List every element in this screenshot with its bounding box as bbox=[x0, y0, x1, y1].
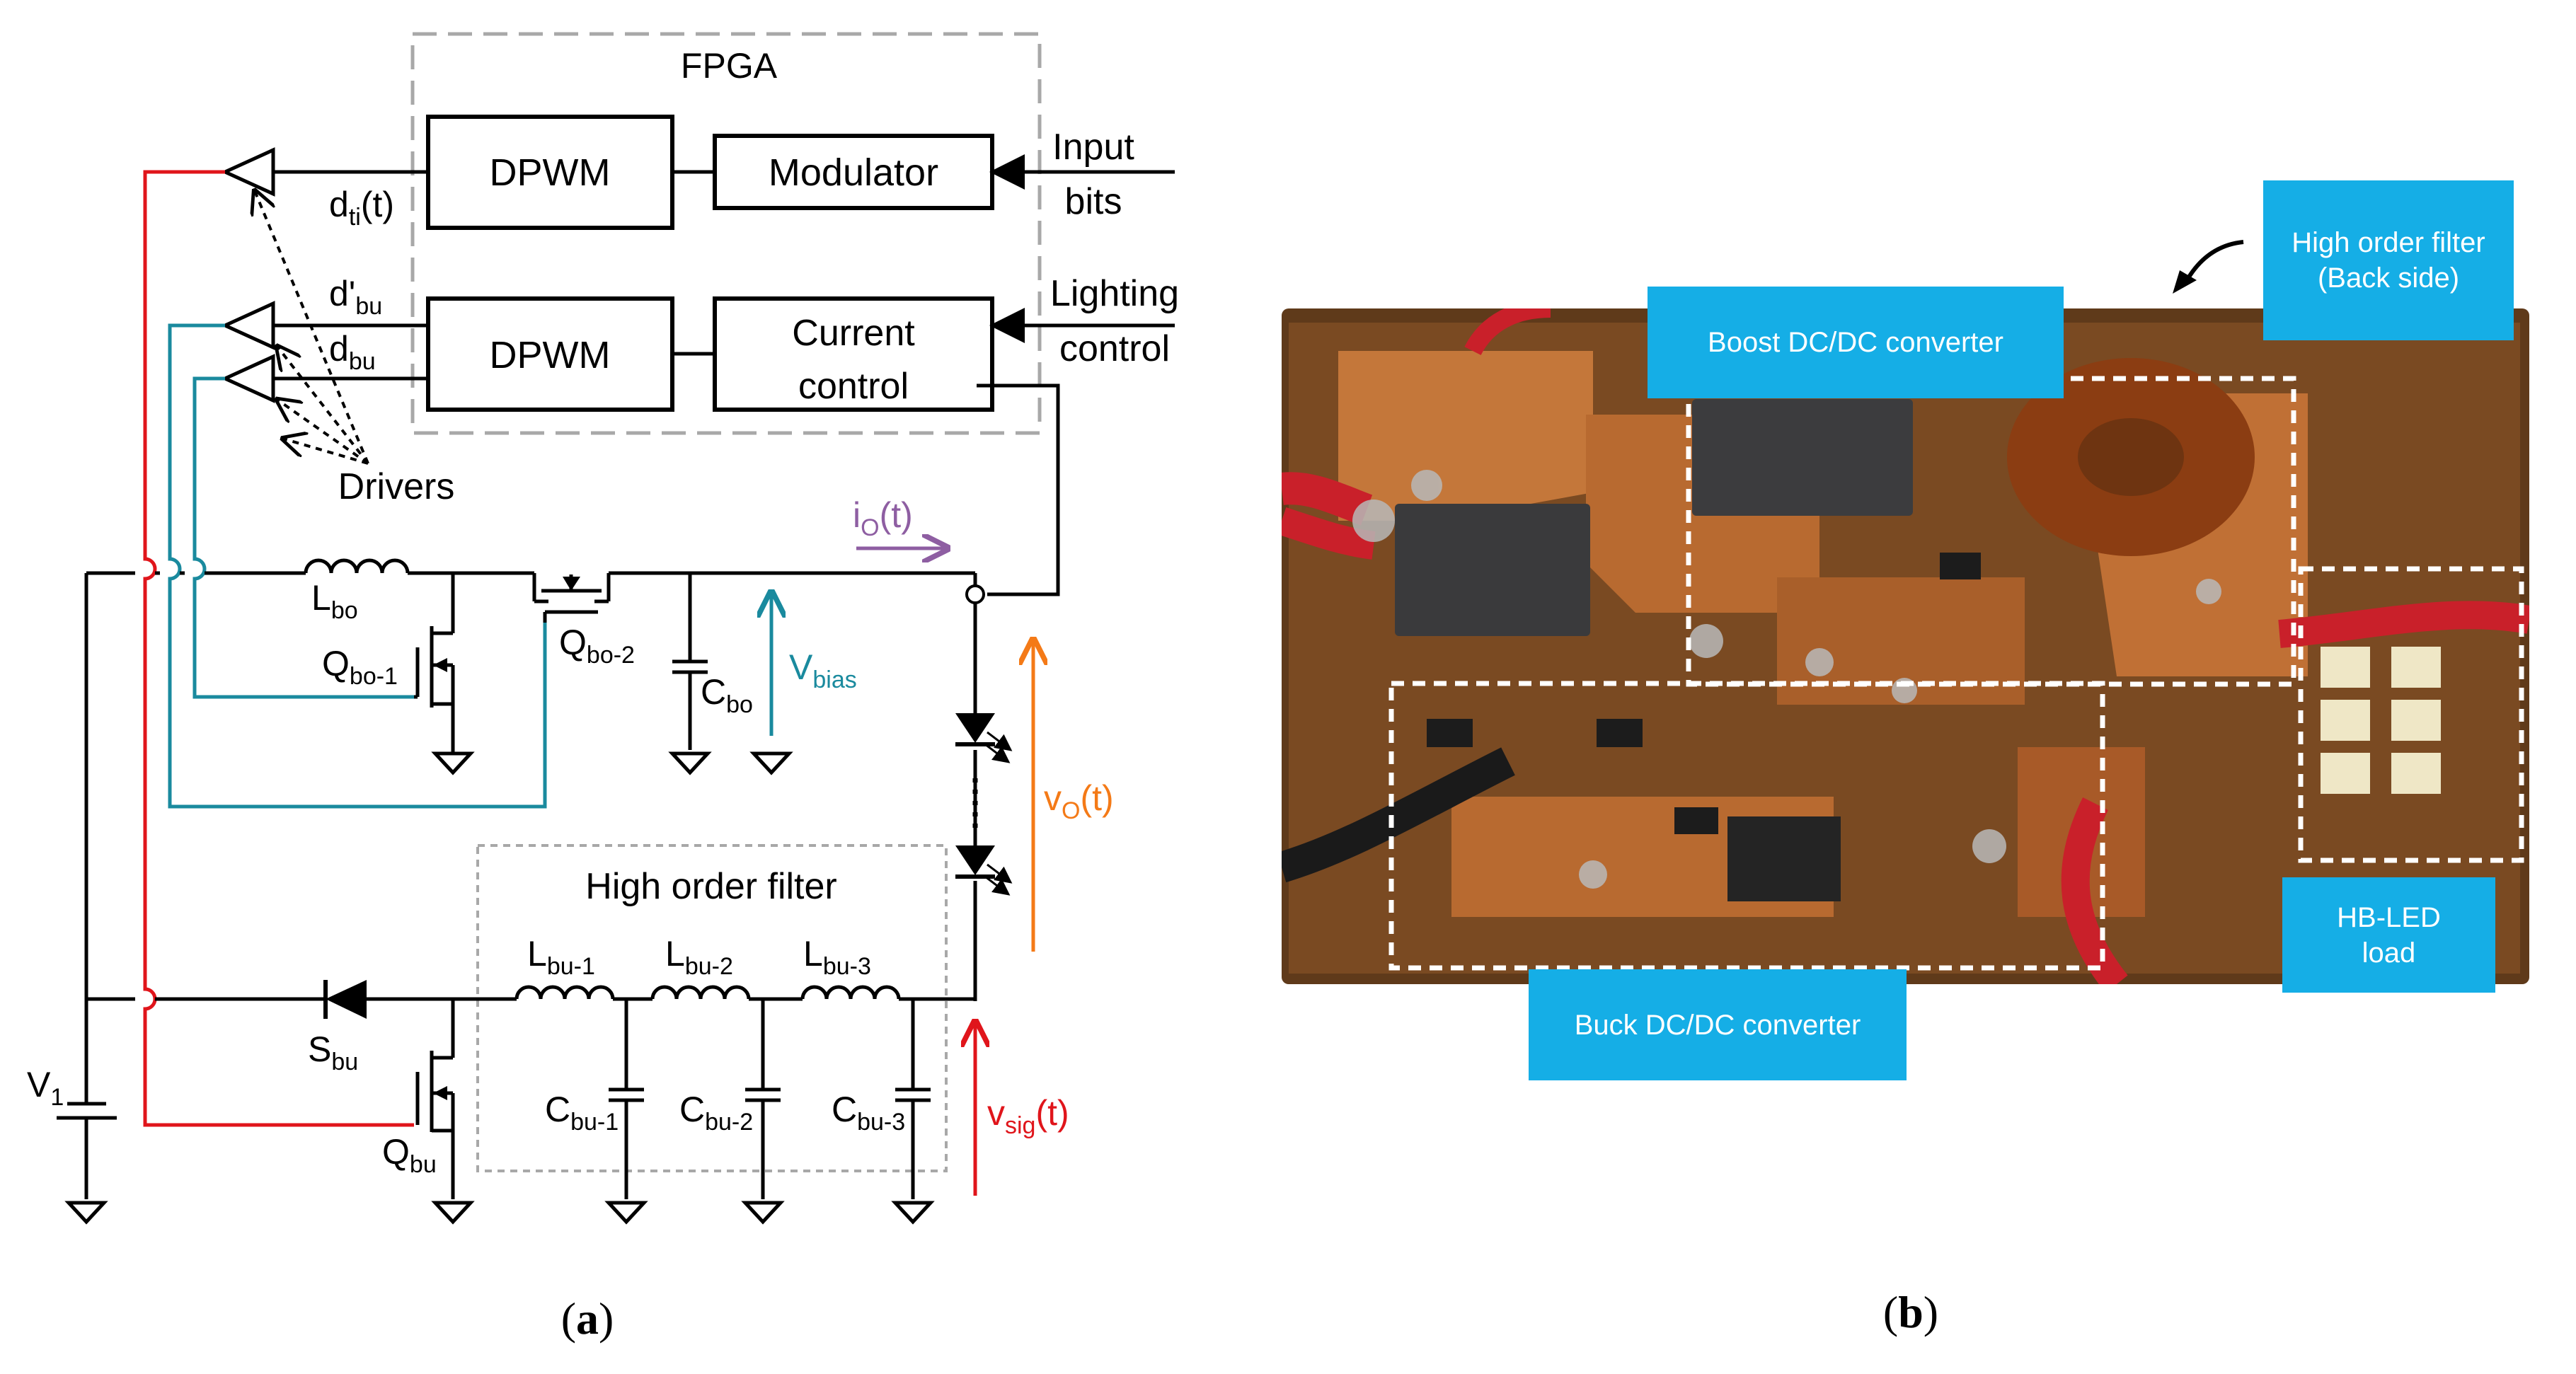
pcb-photo-drawing bbox=[1282, 308, 2529, 984]
inductor-lbu1 bbox=[514, 985, 615, 1000]
current-sense-node bbox=[965, 584, 985, 604]
ground-vbias bbox=[749, 751, 793, 775]
label-lbu2: Lbu-2 bbox=[665, 934, 733, 980]
diode-sbu bbox=[326, 980, 367, 1019]
current-control-label-1: Current bbox=[792, 313, 915, 354]
teal-gate-wire-inner bbox=[192, 376, 414, 699]
drivers-pointers bbox=[255, 191, 369, 465]
input-label-2: bits bbox=[1065, 181, 1122, 222]
label-cbu3: Cbu-3 bbox=[832, 1090, 905, 1136]
label-vo: vO(t) bbox=[1044, 778, 1114, 824]
label-lbu3: Lbu-3 bbox=[803, 934, 871, 980]
driver-ti-triangle bbox=[220, 147, 275, 197]
current-control-label-2: control bbox=[798, 366, 909, 407]
panel-a-schematic: FPGA DPWM Modulator Input bits DPWM Curr… bbox=[27, 32, 1179, 1344]
label-vsig: vsig(t) bbox=[987, 1093, 1069, 1139]
label-lbo: Lbo bbox=[311, 578, 358, 624]
inductor-lbu3 bbox=[800, 985, 901, 1000]
dpwm-top-label: DPWM bbox=[490, 151, 611, 194]
filter-boundary bbox=[476, 844, 948, 1172]
caption-b: (b) bbox=[1882, 1287, 1939, 1337]
capacitor-cbo bbox=[668, 573, 712, 775]
label-io: iO(t) bbox=[853, 495, 913, 541]
back-side-arrow bbox=[2173, 240, 2244, 294]
mosfet-qbo1 bbox=[414, 573, 455, 750]
label-qbo2: Qbo-2 bbox=[559, 623, 635, 669]
teal-gate-wire-outer bbox=[168, 323, 547, 809]
dpwm-bottom-label: DPWM bbox=[490, 334, 611, 376]
mosfet-qbo1-arrow bbox=[433, 658, 447, 672]
label-lbu1: Lbu-1 bbox=[527, 934, 595, 980]
hbled-region bbox=[2298, 566, 2524, 863]
drivers-label: Drivers bbox=[338, 466, 455, 507]
led-2 bbox=[955, 845, 995, 875]
capacitor-cbu3 bbox=[891, 999, 935, 1225]
driver-dbu-triangle bbox=[220, 354, 275, 403]
led-1-ray-b bbox=[984, 743, 1011, 763]
current-control-block bbox=[713, 296, 994, 412]
caption-a: (a) bbox=[561, 1293, 614, 1344]
label-dbu: dbu bbox=[329, 329, 376, 375]
driver-dbu-prime-triangle bbox=[220, 301, 275, 350]
label-vbias: Vbias bbox=[789, 647, 857, 693]
label-cbu2: Cbu-2 bbox=[679, 1090, 753, 1136]
capacitor-cbu2 bbox=[741, 999, 785, 1225]
label-dbu-prime: d'bu bbox=[329, 274, 382, 320]
label-qbo1: Qbo-1 bbox=[322, 644, 398, 690]
wire-current-feedback bbox=[977, 383, 1060, 596]
label-cbu1: Cbu-1 bbox=[545, 1090, 619, 1136]
label-cbo: Cbo bbox=[701, 672, 753, 718]
pcb-photo bbox=[1282, 308, 2529, 984]
inductor-lbu2 bbox=[650, 985, 751, 1000]
lighting-label-2: control bbox=[1059, 328, 1170, 369]
inductor-lbo bbox=[304, 558, 410, 574]
ground-qbo1 bbox=[431, 750, 475, 775]
dpwm-top-block bbox=[426, 115, 674, 230]
label-qbu: Qbu bbox=[382, 1132, 437, 1178]
lighting-label-1: Lighting bbox=[1050, 273, 1179, 314]
led-2-ray-b bbox=[984, 875, 1011, 896]
label-v1: V1 bbox=[27, 1065, 64, 1111]
filter-title: High order filter bbox=[585, 866, 836, 907]
capacitor-cbu1 bbox=[604, 999, 648, 1225]
modulator-block bbox=[713, 134, 994, 210]
dpwm-bottom-block bbox=[426, 296, 674, 412]
callout-buck-converter: Buck DC/DC converter bbox=[1529, 969, 1907, 1080]
led-1 bbox=[955, 713, 995, 743]
red-gate-wire bbox=[143, 170, 414, 1127]
buck-region bbox=[1388, 681, 2105, 971]
fpga-boundary bbox=[410, 32, 1042, 435]
fpga-label: FPGA bbox=[681, 46, 778, 86]
modulator-label: Modulator bbox=[769, 151, 938, 194]
callout-high-order-filter: High order filter(Back side) bbox=[2263, 180, 2514, 340]
mosfet-qbo2-arrow bbox=[563, 577, 580, 591]
label-dti: dti(t) bbox=[329, 185, 394, 231]
callout-boost-converter: Boost DC/DC converter bbox=[1648, 287, 2064, 398]
label-sbu: Sbu bbox=[308, 1029, 358, 1075]
mosfet-qbu bbox=[415, 999, 475, 1225]
mosfet-qbu-arrow bbox=[433, 1086, 447, 1100]
input-label-1: Input bbox=[1052, 127, 1134, 168]
left-rail bbox=[57, 573, 117, 1225]
